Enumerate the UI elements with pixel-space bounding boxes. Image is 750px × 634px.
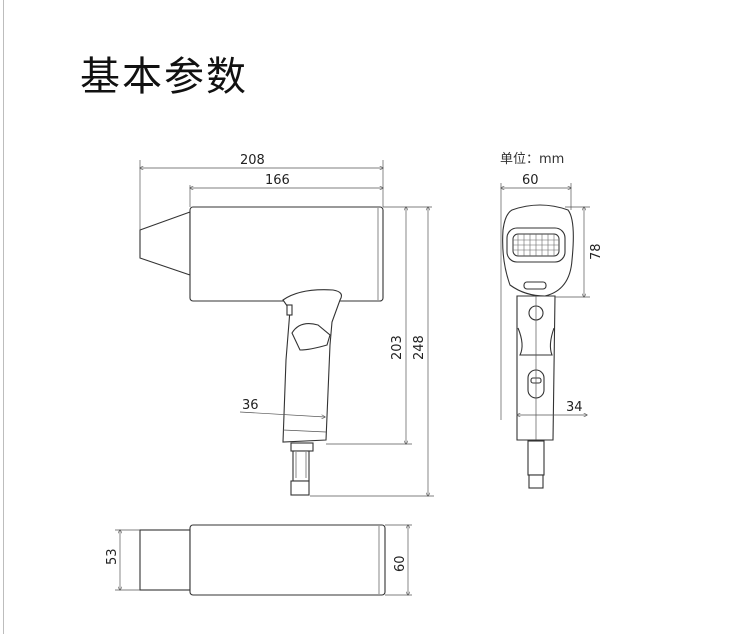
top-view-dryer (139, 524, 386, 596)
page-title: 基本参数 (80, 54, 248, 100)
page-edge-line (3, 0, 4, 634)
side-view-dimensions: 208 166 203 248 36 (140, 153, 434, 496)
unit-label: 单位：mm (500, 152, 565, 167)
dim-total-height: 248 (412, 335, 427, 360)
front-view-dimensions: 60 78 34 (501, 173, 604, 420)
top-nozzle (139, 529, 191, 591)
dim-front-width: 60 (522, 173, 539, 188)
top-view-dimensions: 53 60 (105, 525, 412, 595)
dim-top-body-height: 60 (393, 555, 408, 572)
nozzle (139, 211, 191, 276)
top-body (189, 524, 386, 596)
dim-body-length: 166 (265, 173, 290, 188)
handle-hinge (291, 323, 331, 351)
side-view-dryer (139, 206, 384, 496)
dim-front-handle-width: 34 (566, 400, 583, 415)
dim-head-height: 78 (589, 243, 604, 260)
front-view-dryer (502, 204, 574, 489)
dim-handle-width: 36 (242, 398, 259, 413)
dim-handle-height: 203 (390, 335, 405, 360)
dim-total-length: 208 (240, 153, 265, 168)
dryer-body (189, 206, 384, 302)
power-cord (292, 450, 310, 482)
dim-nozzle-height: 53 (105, 548, 120, 565)
